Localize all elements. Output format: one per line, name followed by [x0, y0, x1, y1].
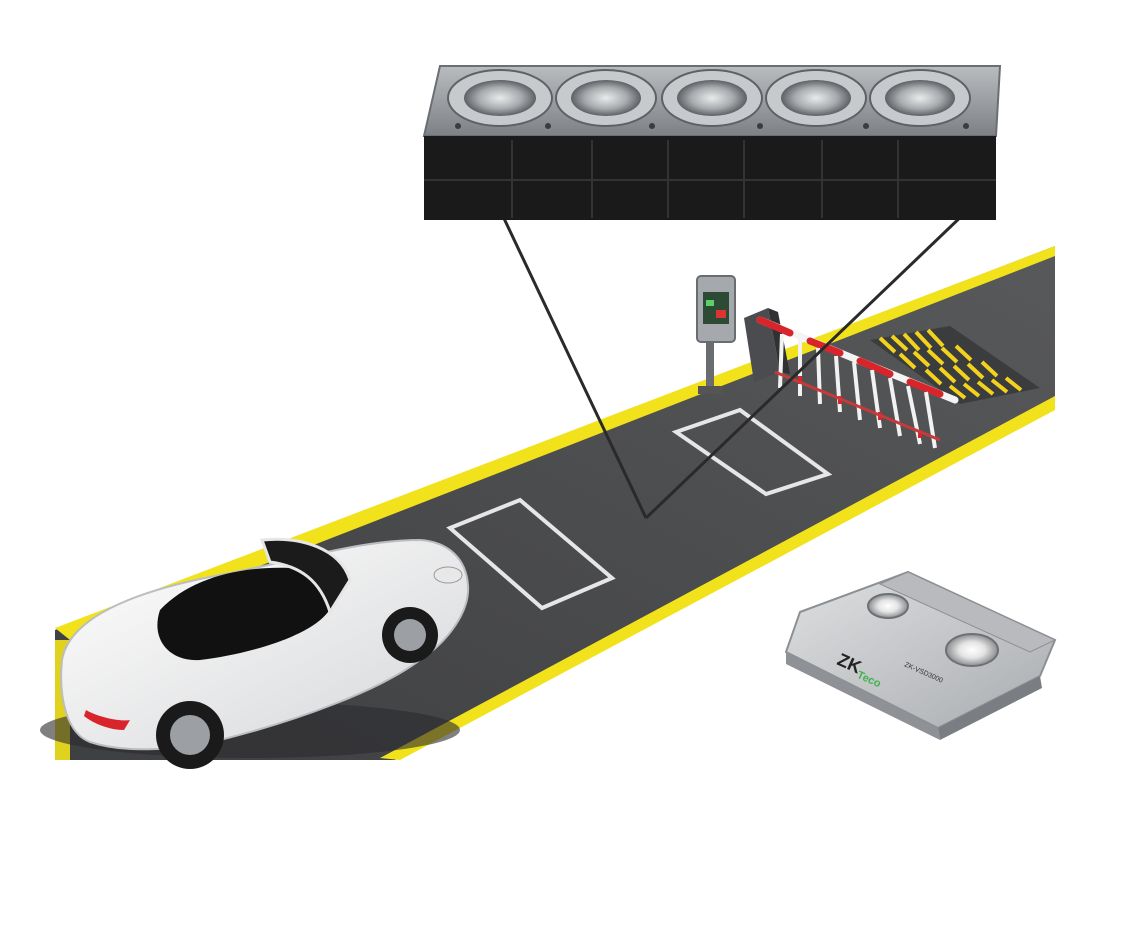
- camera-lens-5: [869, 69, 971, 127]
- scanner-device-icon: ZK Teco ZK-VSD3000: [784, 570, 1057, 740]
- spike-strip-icon: [870, 326, 1040, 404]
- camera-lens-3: [661, 69, 763, 127]
- camera-lens-1: [447, 69, 553, 127]
- marking-zone-near: [446, 497, 616, 611]
- camera-lens-4: [765, 69, 867, 127]
- camera-array-icon: [422, 65, 1002, 220]
- marking-zone-far: [671, 407, 833, 497]
- vehicle-icon: [40, 537, 470, 769]
- barrier-gate-icon: [744, 308, 959, 449]
- callout-lines: [498, 208, 970, 520]
- road-stripe-bottom: [380, 396, 1055, 760]
- detection-zone-markings: [446, 407, 833, 611]
- pay-station-icon: [696, 275, 736, 394]
- camera-lens-2: [555, 69, 657, 127]
